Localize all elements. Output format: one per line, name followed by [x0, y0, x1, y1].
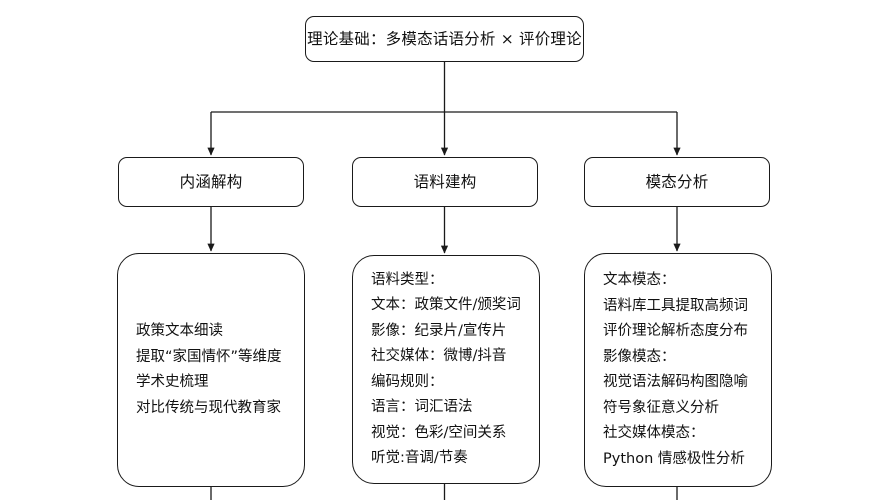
- detail-line: 视觉语法解码构图隐喻: [603, 374, 748, 390]
- node-branch-2[interactable]: 语料建构: [352, 157, 538, 207]
- detail-line: 社交媒体模态：: [603, 425, 705, 441]
- detail-line: 语言：词汇语法: [371, 399, 473, 415]
- detail-line: 编码规则：: [371, 373, 444, 390]
- node-branch-2-label: 语料建构: [413, 172, 477, 191]
- detail-line: 学术史梳理: [136, 374, 209, 390]
- detail-line: 政策文本细读: [136, 323, 223, 339]
- detail-line: 社交媒体：微博/抖音: [371, 348, 507, 364]
- detail-line: 影像模态：: [603, 348, 676, 365]
- detail-line: 语料库工具提取高频词: [603, 297, 748, 314]
- detail-line: 文本：政策文件/颁奖词: [371, 297, 521, 313]
- detail-line: 提取“家国情怀”等维度: [136, 348, 282, 365]
- detail-line: 文本模态：: [603, 272, 676, 288]
- node-branch-1[interactable]: 内涵解构: [118, 157, 304, 207]
- node-root[interactable]: 理论基础：多模态话语分析 × 评价理论: [305, 16, 584, 62]
- detail-line: 对比传统与现代教育家: [136, 399, 281, 416]
- node-root-label: 理论基础：多模态话语分析 × 评价理论: [307, 29, 582, 48]
- detail-line: 评价理论解析态度分布: [603, 323, 748, 339]
- node-detail-2-lines: 语料类型： 文本：政策文件/颁奖词 影像：纪录片/宣传片 社交媒体：微博/抖音 …: [353, 268, 539, 472]
- node-detail-2[interactable]: 语料类型： 文本：政策文件/颁奖词 影像：纪录片/宣传片 社交媒体：微博/抖音 …: [352, 255, 540, 484]
- detail-line: 听觉:音调/节奏: [371, 450, 468, 466]
- node-branch-1-label: 内涵解构: [179, 172, 243, 191]
- node-branch-3-label: 模态分析: [645, 172, 709, 191]
- detail-line: 视觉：色彩/空间关系: [371, 424, 507, 441]
- node-detail-3-lines: 文本模态： 语料库工具提取高频词 评价理论解析态度分布 影像模态： 视觉语法解码…: [585, 268, 771, 472]
- node-detail-3[interactable]: 文本模态： 语料库工具提取高频词 评价理论解析态度分布 影像模态： 视觉语法解码…: [584, 253, 772, 487]
- detail-line: 语料类型：: [371, 271, 444, 288]
- node-detail-1-lines: 政策文本细读 提取“家国情怀”等维度 学术史梳理 对比传统与现代教育家: [118, 319, 304, 421]
- detail-line: 符号象征意义分析: [603, 399, 719, 416]
- node-detail-1[interactable]: 政策文本细读 提取“家国情怀”等维度 学术史梳理 对比传统与现代教育家: [117, 253, 305, 487]
- detail-line: Python 情感极性分析: [603, 450, 745, 467]
- detail-line: 影像：纪录片/宣传片: [371, 322, 507, 339]
- node-branch-3[interactable]: 模态分析: [584, 157, 770, 207]
